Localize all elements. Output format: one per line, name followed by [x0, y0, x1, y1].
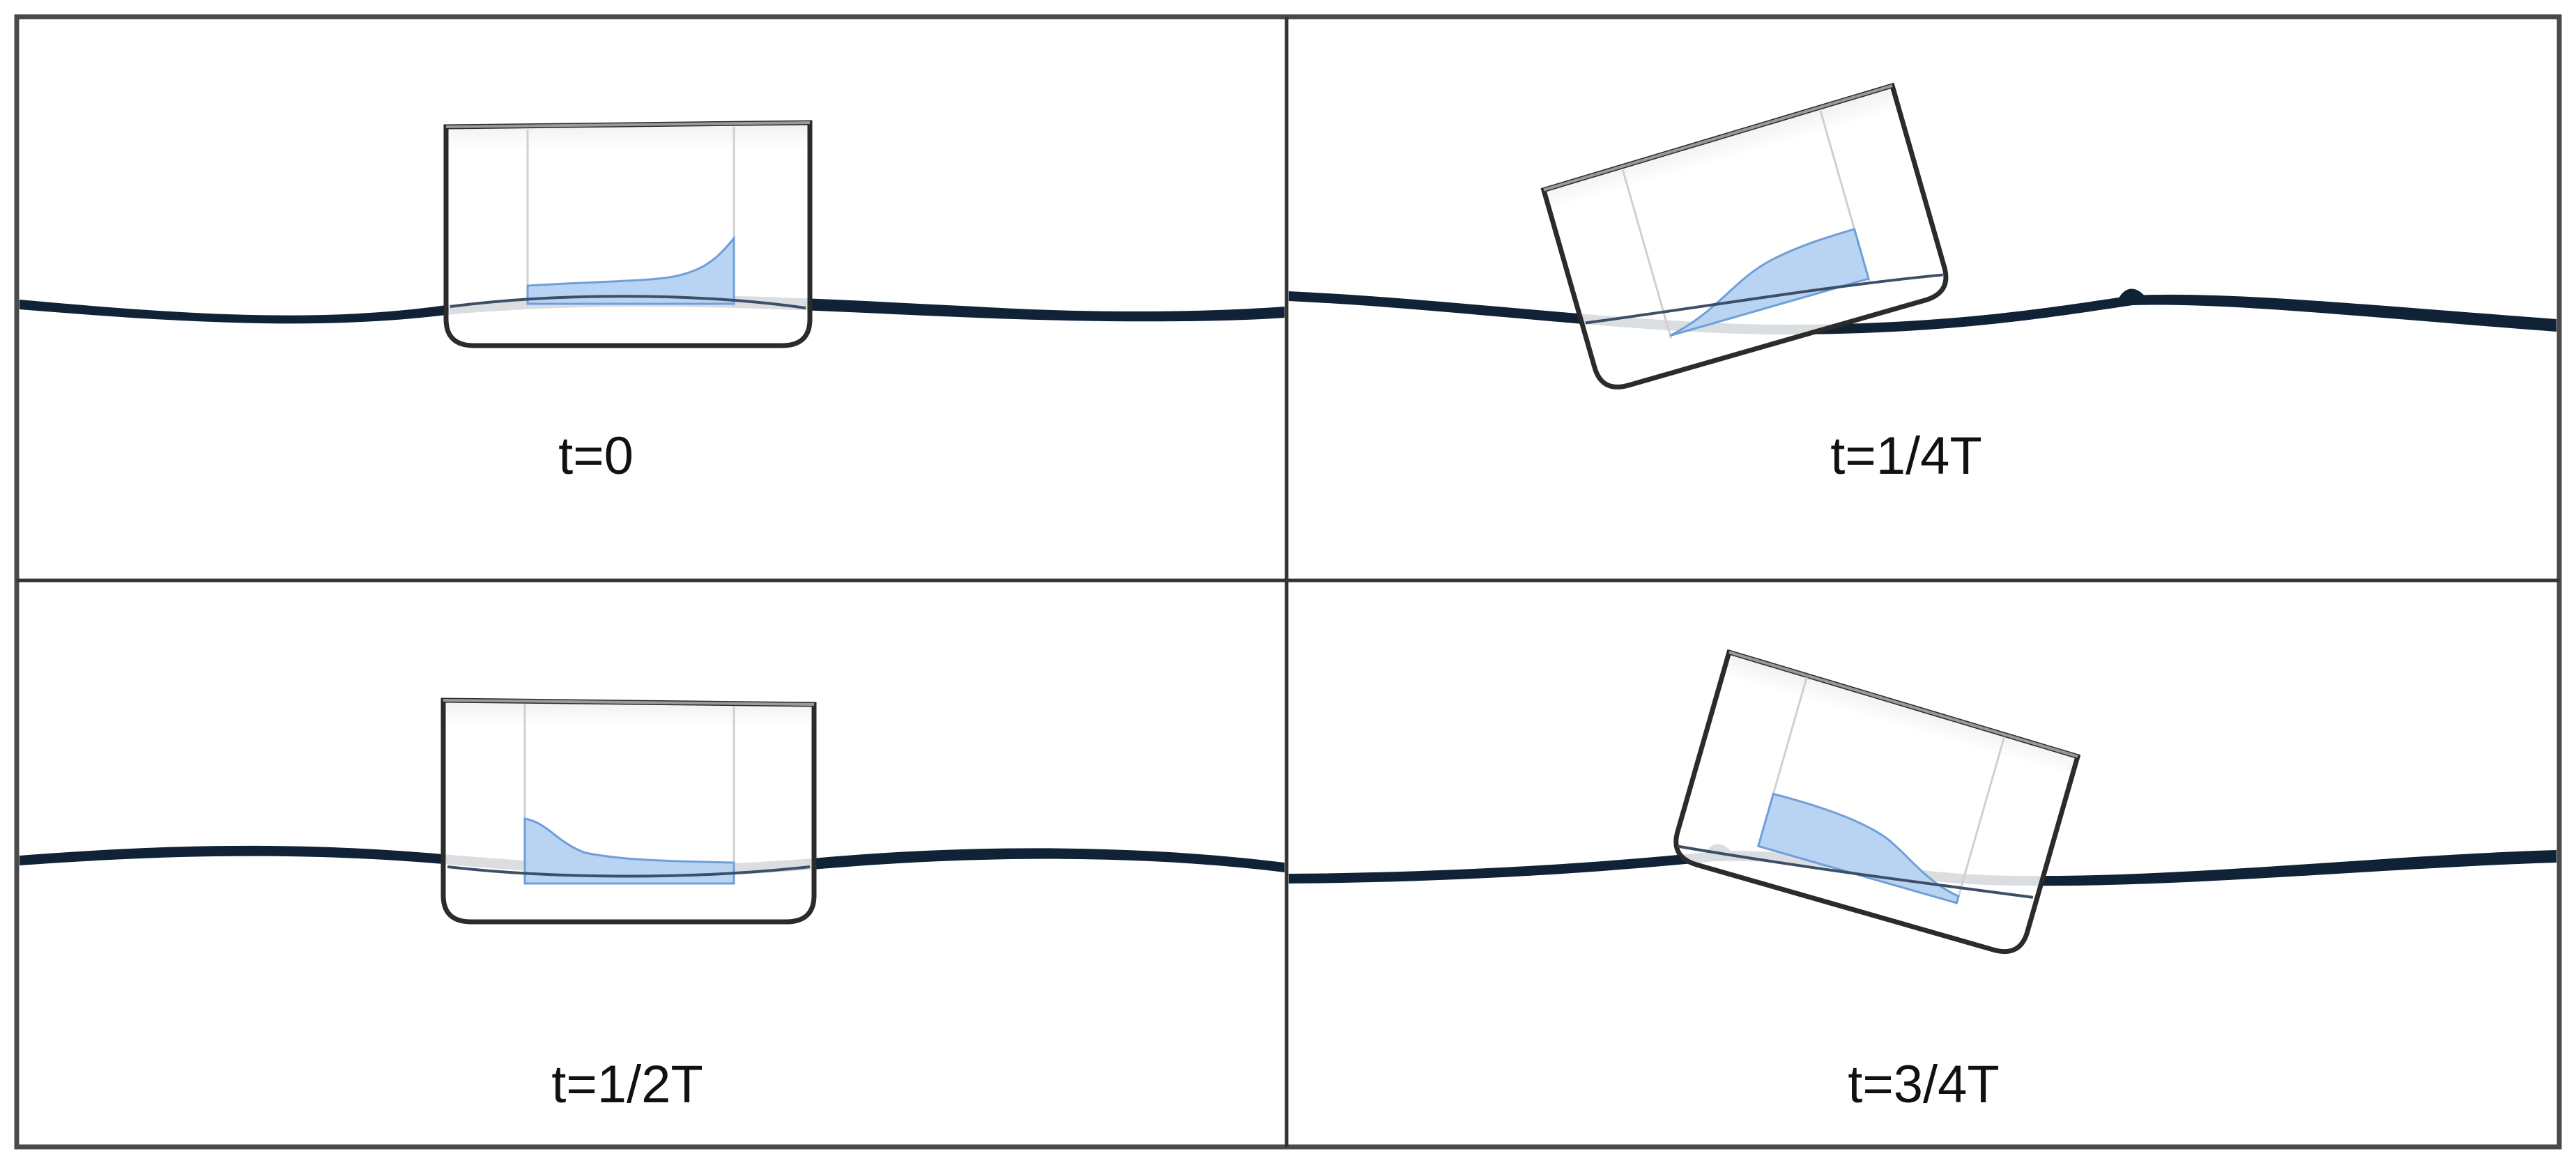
tank-waterline — [1677, 844, 2034, 899]
sloshing-fluid — [526, 235, 735, 305]
panel-t0: t=0 — [20, 120, 1285, 486]
sloshing-fluid — [1756, 792, 1960, 904]
panel-t1-4: t=1/4T — [1289, 82, 2556, 486]
tank-inner-wall-left — [1621, 169, 1673, 339]
tank — [443, 120, 813, 348]
water-surface — [20, 845, 1285, 877]
tank-top-edge — [1543, 84, 1893, 192]
panel-label: t=1/4T — [1830, 426, 1982, 486]
tank-top-edge — [443, 699, 815, 706]
water-surface — [1289, 850, 2556, 886]
tank — [1673, 649, 2081, 955]
panel-t1-2: t=1/2T — [20, 697, 1285, 1114]
panel-label: t=0 — [558, 426, 634, 486]
tank-top-edge — [445, 121, 811, 128]
tank — [440, 697, 817, 925]
tank — [1540, 82, 1949, 389]
panel-label: t=3/4T — [1848, 1055, 2000, 1114]
tank-waterline — [450, 295, 806, 309]
sloshing-fluid — [523, 817, 735, 885]
water-surface — [20, 295, 1285, 324]
panel-t3-4: t=3/4T — [1289, 649, 2556, 1114]
tank-waterline — [447, 865, 811, 878]
tank-inner-wall-right — [1955, 736, 2006, 904]
tank-body — [440, 697, 817, 925]
tank-top-edge — [1728, 651, 2078, 758]
sloshing-fluid — [1669, 228, 1870, 337]
water-splash — [2119, 288, 2147, 298]
panel-label: t=1/2T — [551, 1055, 703, 1114]
tank-body — [443, 120, 813, 348]
tank-waterline — [1585, 273, 1943, 325]
